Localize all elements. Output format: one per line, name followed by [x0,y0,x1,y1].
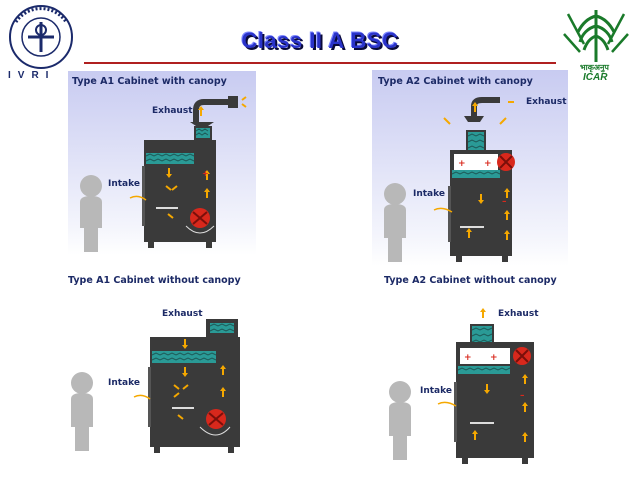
label-exhaust-a2-canopy: Exhaust [526,97,567,107]
icar-logo-text: ICAR [583,72,608,83]
label-intake-a2-no-canopy: Intake [420,386,452,396]
canopy-duct [190,96,238,126]
canopy-duct [464,97,500,122]
person-icon [389,381,411,460]
svg-text:+: + [484,159,492,169]
diagram-a1-no-canopy [71,319,240,453]
airflow-arrows [472,308,528,442]
diagram-a2-no-canopy: + + – [389,308,534,464]
caption-a1-no-canopy: Type A1 Cabinet without canopy [68,275,241,286]
svg-text:भाकृअनुप: भाकृअनुप [580,63,609,73]
cabinet-body [450,176,512,256]
airflow-arrows [173,339,226,420]
person-icon [384,183,406,262]
diagram-a1-canopy: + [80,96,247,252]
svg-text:+: + [464,353,472,363]
label-intake-a2-canopy: Intake [413,189,445,199]
svg-text:–: – [520,391,525,401]
label-exhaust-a1-canopy: Exhaust [152,106,193,116]
airflow-arrows [165,96,247,219]
hepa-filter [152,351,216,363]
caption-a2-no-canopy: Type A2 Cabinet without canopy [384,275,557,286]
label-intake-a1-canopy: Intake [108,179,140,189]
page-title: Class II A BSC [241,28,399,53]
label-exhaust-a1-no-canopy: Exhaust [162,309,203,319]
airflow-arrows [443,101,514,240]
person-icon [71,372,93,451]
label-exhaust-a2-no-canopy: Exhaust [498,309,539,319]
hepa-filter [146,153,194,164]
ivri-logo-text: IVRI [8,70,56,81]
diagram-a2-canopy: + + – [384,97,515,262]
svg-text:+: + [202,169,209,178]
caption-a1-canopy: Type A1 Cabinet with canopy [72,76,227,87]
label-intake-a1-no-canopy: Intake [108,378,140,388]
person-icon [80,175,102,252]
svg-text:+: + [490,353,498,363]
hepa-filter [458,366,510,374]
caption-a2-canopy: Type A2 Cabinet with canopy [378,76,533,87]
ivri-logo [9,5,73,69]
title-divider [84,62,556,64]
svg-text:+: + [458,159,466,169]
icar-logo: भाकृअनुप [563,10,629,73]
cabinet-body [456,370,534,458]
svg-text:–: – [502,197,507,207]
